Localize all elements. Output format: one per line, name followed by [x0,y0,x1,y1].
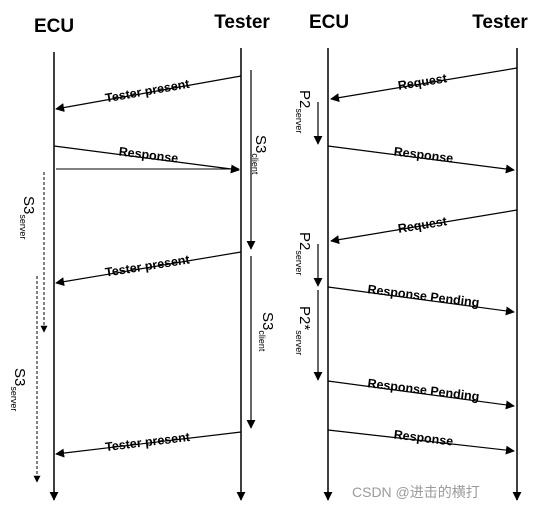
right-msg-response-2 [327,429,515,455]
right-msg-label-6: Response [393,427,454,448]
svg-text:S3client: S3client [257,312,276,352]
svg-text:P2server: P2server [294,232,313,275]
left-s3client-label-1: S3client [250,135,269,175]
right-msg-request-1 [330,67,518,103]
left-s3client-label-2: S3client [257,312,276,352]
left-tester-header: Tester [214,12,270,33]
left-msg-label-4: Tester present [104,430,191,454]
left-s3server-label-2: S3server [9,368,28,411]
right-msg-label-4: Response Pending [367,282,480,310]
right-msg-label-5: Response Pending [367,376,480,404]
svg-text:S3server: S3server [9,368,28,411]
right-msg-response-pending-2 [327,380,515,410]
left-msg-response [53,145,240,174]
svg-text:S3server: S3server [18,196,37,239]
right-p2server-label-2: P2server [294,232,313,275]
watermark: CSDN @进击的横打 [352,484,480,500]
left-msg-tester-present-1 [55,75,242,113]
right-ecu-header: ECU [309,12,349,33]
right-msg-label-2: Response [393,144,454,165]
right-msg-label-1: Request [397,71,449,93]
right-msg-response-pending-1 [327,286,515,316]
right-p2server-label-1: P2server [294,90,313,133]
right-tester-header: Tester [472,12,528,33]
svg-text:P2server: P2server [294,90,313,133]
right-msg-request-2 [330,209,518,245]
left-msg-label-2: Response [118,144,179,165]
left-msg-tester-present-2 [55,251,242,287]
left-msg-label-1: Tester present [104,77,191,106]
svg-text:P2*server: P2*server [294,306,313,355]
right-msg-response-1 [327,145,515,174]
right-msg-label-3: Request [397,214,449,236]
left-msg-tester-present-3 [55,431,242,458]
right-p2star-server-label: P2*server [294,306,313,355]
left-s3server-label-1: S3server [18,196,37,239]
left-msg-label-3: Tester present [104,252,191,279]
svg-text:S3client: S3client [250,135,269,175]
left-ecu-header: ECU [34,16,74,37]
